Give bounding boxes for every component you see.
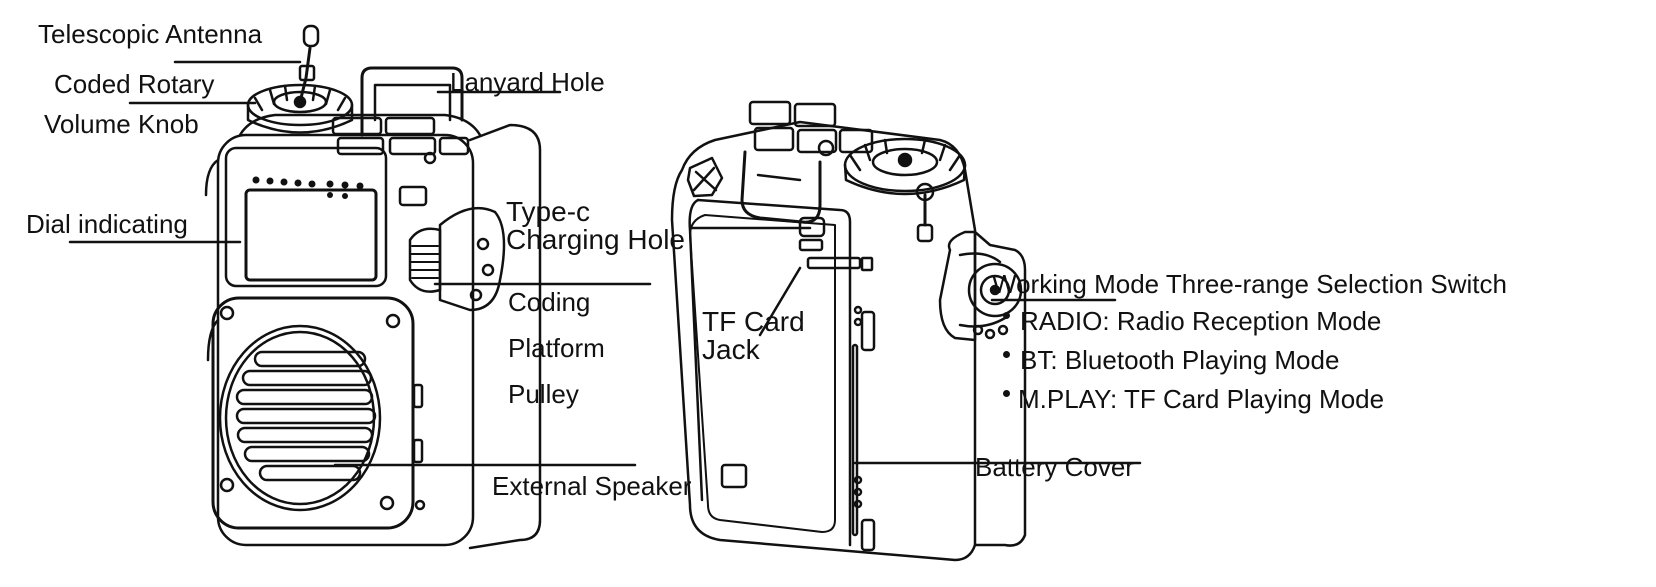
type-c-label: Type-c — [506, 196, 591, 227]
pulley-label: Pulley — [508, 379, 579, 409]
dial-indicating-label: Dial indicating — [26, 209, 188, 239]
lanyard-hole-label: Lanyard Hole — [450, 67, 605, 97]
speaker-grille-slots — [235, 350, 377, 482]
mode-mplay-code: M.PLAY: TF — [1018, 384, 1156, 414]
jack-label: Jack — [702, 334, 760, 365]
bullet-radio — [1003, 312, 1010, 319]
working-mode-label: Working Mode Three-range Selection Switc… — [992, 269, 1507, 299]
charging-hole-label: Charging Hole — [506, 224, 685, 255]
leader-lines — [68, 60, 1142, 467]
bullet-bt — [1003, 351, 1010, 358]
battery-cover-label: Battery Cover — [975, 452, 1134, 482]
mode-bt-description: Bluetooth Playing Mode — [1064, 345, 1340, 375]
platform-label: Platform — [508, 333, 605, 363]
indicator-leds — [252, 176, 364, 199]
coded-rotary-label: Coded Rotary — [54, 69, 215, 99]
external-speaker-label: External Speaker — [492, 471, 692, 501]
mode-mplay-line: M.PLAY: TF Card Playing Mode — [1018, 385, 1384, 413]
volume-knob-label: Volume Knob — [44, 109, 199, 139]
back-radio-device — [670, 100, 1027, 562]
mode-mplay-description: Card Playing Mode — [1162, 384, 1385, 414]
telescopic-antenna-label: Telescopic Antenna — [38, 19, 263, 49]
mode-radio-code: RADIO: — [1020, 306, 1110, 336]
mode-radio-line: RADIO: Radio Reception Mode — [1020, 307, 1381, 335]
mode-bt-code: BT: — [1020, 345, 1058, 375]
coding-label: Coding — [508, 287, 591, 317]
mode-bt-line: BT: Bluetooth Playing Mode — [1020, 346, 1339, 374]
front-radio-device — [204, 24, 542, 550]
mode-radio-description: Radio Reception Mode — [1116, 306, 1382, 336]
tf-card-label: TF Card — [702, 306, 805, 337]
bullet-mplay — [1003, 390, 1010, 397]
